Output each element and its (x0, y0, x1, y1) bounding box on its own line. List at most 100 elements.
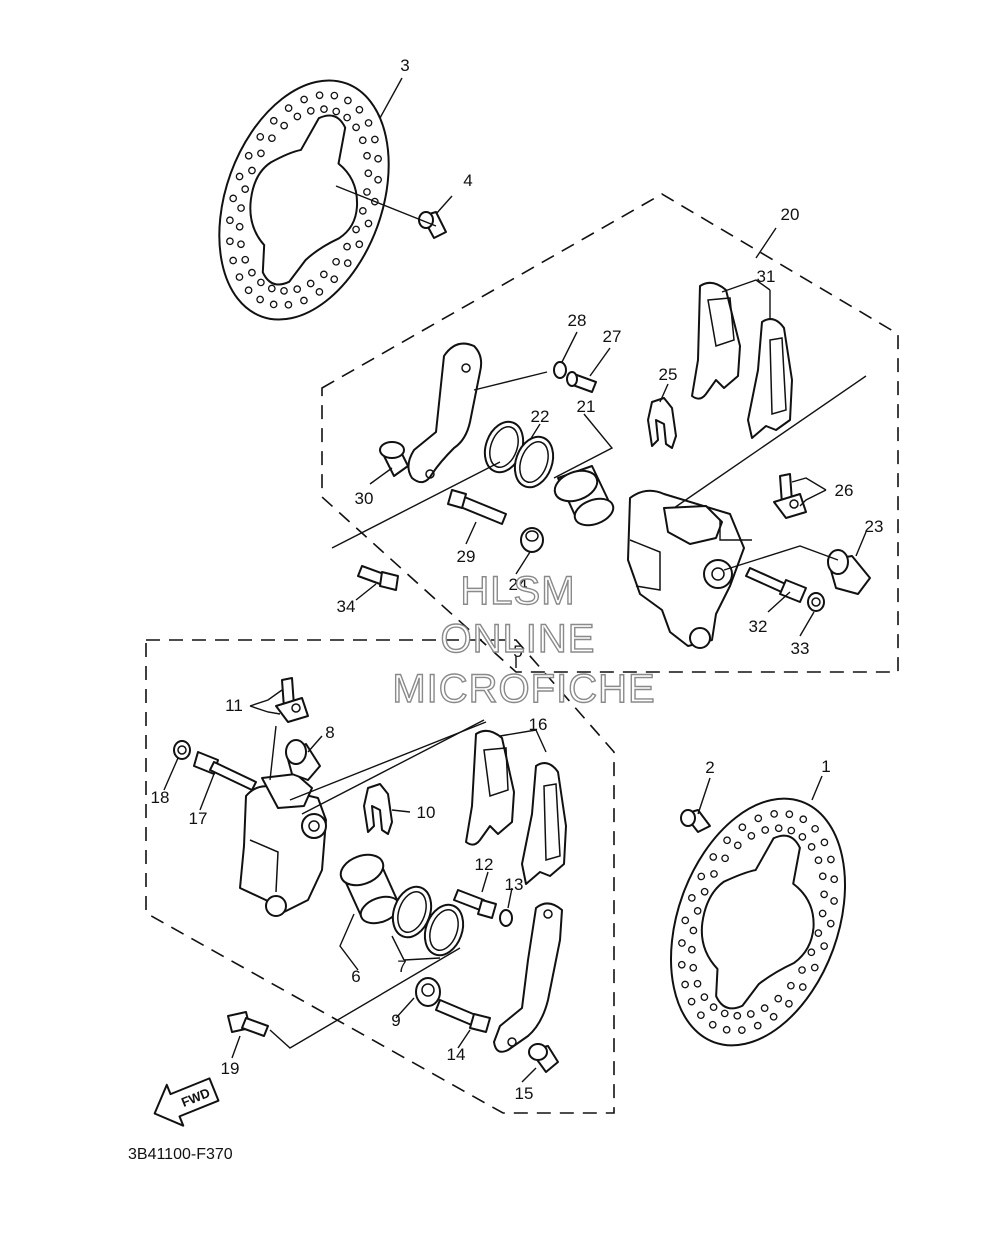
disc-vent-hole (280, 286, 288, 295)
caliper-body-lower (239, 773, 327, 917)
disc-vent-hole (300, 95, 308, 104)
disc-vent-hole (293, 112, 302, 121)
disc-vent-hole (343, 113, 351, 122)
disc-vent-hole (820, 942, 829, 950)
disc-vent-hole (268, 134, 276, 143)
lower-caliper-assembly-outline (145, 639, 615, 1114)
brake-pad-31b (747, 318, 793, 439)
pad-spring-25 (647, 397, 677, 449)
pad-pin-17 (193, 751, 257, 791)
disc-vent-hole (830, 875, 839, 884)
disc-vent-hole (235, 273, 244, 281)
bleed-screw-26 (773, 473, 807, 519)
disc-vent-hole (807, 948, 816, 957)
disc-vent-hole (721, 854, 729, 863)
disc-vent-hole (371, 135, 379, 144)
disc-vent-hole (770, 810, 778, 818)
disc-vent-hole (693, 907, 702, 915)
disc-vent-hole (746, 1010, 755, 1018)
disc-vent-hole (226, 216, 234, 225)
disc-vent-hole (709, 853, 718, 861)
slide-pin-12 (453, 889, 497, 919)
piston-seal-7b (423, 903, 465, 957)
disc-vent-hole (330, 275, 339, 284)
callout-25: 25 (659, 365, 678, 384)
drawing-code: 3B41100-F370 (128, 1146, 233, 1163)
disc-vent-hole (723, 836, 731, 845)
caliper-piston-6 (339, 853, 401, 925)
disc-vent-hole (358, 136, 367, 145)
disc-vent-hole (827, 855, 835, 864)
callout-28: 28 (568, 311, 587, 330)
disc-vent-hole (733, 1011, 742, 1020)
disc-vent-hole (344, 96, 352, 105)
disc-vent-hole (814, 856, 823, 865)
caliper-body-upper (627, 489, 745, 649)
disc-vent-hole (747, 831, 756, 840)
disc-vent-hole (826, 919, 835, 928)
disc-vent-hole (257, 278, 265, 287)
disc-vent-hole (315, 288, 324, 296)
callout-13: 13 (505, 875, 524, 894)
disc-bolt-2 (680, 809, 711, 833)
brake-pad-16a (465, 729, 515, 846)
piston-seal-22b (513, 435, 555, 489)
disc-vent-hole (363, 151, 371, 160)
disc-vent-hole (244, 151, 253, 160)
disc-vent-hole (677, 960, 686, 969)
callout-31: 31 (757, 267, 776, 286)
disc-vent-hole (315, 91, 324, 100)
disc-vent-hole (235, 172, 244, 181)
disc-vent-hole (320, 105, 328, 114)
callout-4: 4 (463, 171, 472, 190)
spring-18 (173, 740, 191, 760)
union-bolt-8 (285, 739, 321, 781)
washer-13 (499, 909, 513, 927)
disc-vent-hole (343, 259, 352, 268)
disc-vent-hole (248, 268, 256, 277)
disc-vent-hole (241, 255, 250, 264)
disc-vent-hole (799, 815, 808, 824)
disc-vent-hole (237, 240, 245, 249)
disc-vent-hole (269, 116, 278, 125)
callout-8: 8 (325, 723, 334, 742)
bleed-cap-24 (520, 527, 544, 553)
disc-vent-hole (284, 300, 293, 309)
disc-vent-hole (355, 105, 364, 114)
callout-24: 24 (509, 575, 528, 594)
disc-vent-hole (754, 814, 763, 823)
disc-vent-hole (689, 926, 698, 935)
disc-vent-hole (269, 300, 278, 309)
bolt-34 (357, 565, 399, 591)
disc-vent-hole (738, 1026, 746, 1034)
disc-vent-hole (306, 106, 315, 115)
bracket-sleeve-9 (415, 977, 441, 1007)
disc-vent-hole (364, 119, 373, 127)
spring-33 (807, 592, 825, 612)
disc-vent-hole (798, 983, 807, 991)
bolt-29 (447, 489, 507, 525)
disc-vent-hole (355, 240, 364, 249)
watermark-line-3: MICROFICHE (392, 667, 655, 711)
disc-vent-hole (248, 166, 256, 175)
disc-vent-hole (760, 1004, 769, 1013)
disc-vent-hole (787, 981, 795, 990)
callout-23: 23 (865, 517, 884, 536)
callout-32: 32 (749, 617, 768, 636)
disc-vent-hole (818, 872, 827, 881)
callout-9: 9 (391, 1011, 400, 1030)
disc-vent-hole (284, 104, 293, 112)
disc-vent-hole (687, 997, 696, 1006)
disc-vent-hole (697, 872, 706, 881)
disc-vent-hole (241, 185, 250, 193)
forward-arrow: FWD (153, 1077, 220, 1127)
disc-vent-hole (830, 897, 838, 905)
caliper-bracket-lower (493, 902, 563, 1053)
disc-vent-hole (363, 188, 371, 196)
disc-vent-hole (681, 916, 690, 925)
disc-vent-hole (352, 225, 360, 234)
disc-vent-hole (820, 838, 829, 847)
brake-disc-upper (218, 79, 390, 321)
callout-2: 2 (705, 758, 714, 777)
disc-vent-hole (358, 207, 367, 215)
